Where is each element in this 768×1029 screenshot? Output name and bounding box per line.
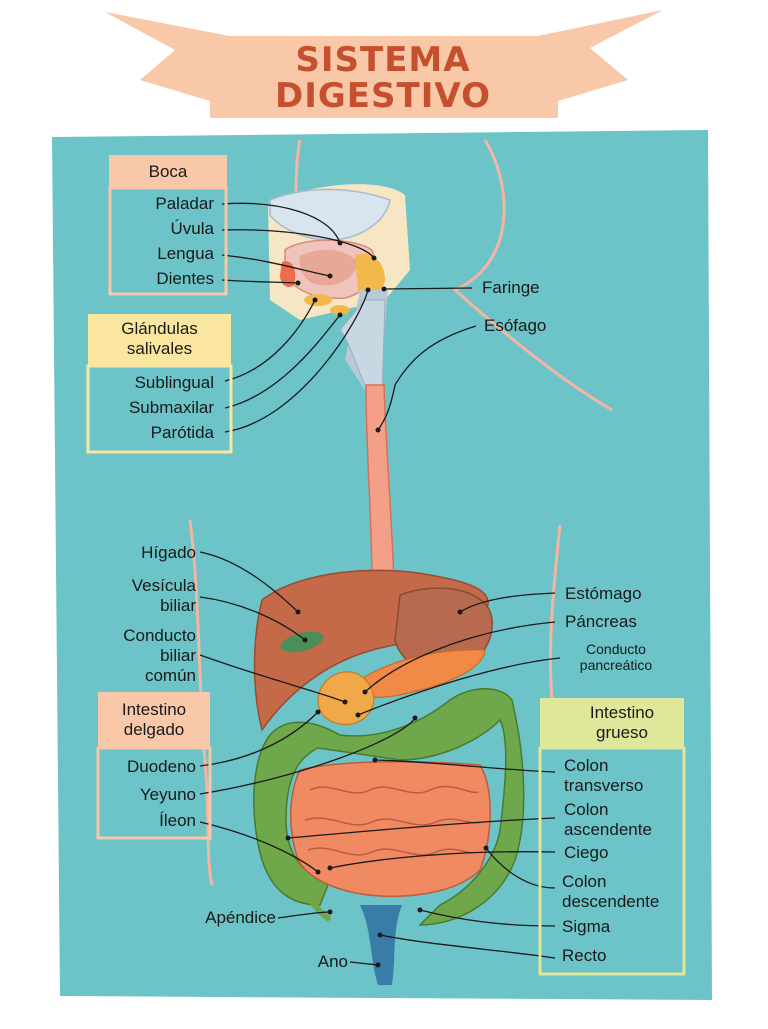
gallbladder [280, 631, 324, 653]
pancreas [359, 649, 486, 699]
box-boca [108, 155, 228, 296]
label-colon-descendente: Colon descendente [562, 872, 659, 912]
appendix [297, 877, 331, 921]
small-intestine-folds [304, 785, 483, 856]
rectum [360, 905, 402, 985]
glandulas-header: Glándulas salivales [88, 319, 231, 359]
label-colon-transverso-line-2: transverso [564, 776, 644, 795]
label-colon-ascendente-line-2: ascendente [564, 820, 652, 839]
label-recto: Recto [562, 946, 607, 965]
label-lengua: Lengua [157, 244, 214, 263]
label-vesicula-line-2: biliar [160, 596, 196, 615]
intestino-delgado-header-line-2: delgado [123, 720, 185, 739]
box-glandulas [86, 314, 233, 454]
label-parotida: Parótida [150, 423, 214, 442]
intestino-grueso-header-line-1: Intestino [589, 703, 655, 722]
box-intestino-delgado [96, 692, 212, 840]
intestino-grueso-header: Intestino grueso [540, 703, 704, 743]
label-vesicula: Vesícula biliar [90, 576, 196, 616]
label-conducto-pancreatico-line-1: Conducto [586, 641, 646, 657]
intestino-delgado-header: Intestino delgado [98, 700, 210, 740]
glandulas-header-line-1: Glándulas [121, 319, 198, 338]
intestino-grueso-header-line-2: grueso [596, 723, 648, 742]
label-conducto-pancreatico: Conducto pancreático [560, 641, 672, 673]
label-colon-descendente-line-2: descendente [562, 892, 660, 911]
label-estomago: Estómago [565, 584, 642, 603]
label-yeyuno: Yeyuno [139, 785, 196, 804]
label-faringe: Faringe [482, 278, 540, 297]
label-vesicula-line-1: Vesícula [131, 576, 196, 595]
label-conducto-pancreatico-line-2: pancreático [579, 657, 653, 673]
banner-ribbon-left [105, 12, 240, 110]
label-uvula: Úvula [170, 219, 214, 238]
label-conducto-biliar-line-2: biliar [160, 646, 196, 665]
title-line-2: DIGESTIVO [275, 76, 491, 116]
label-sigma: Sigma [562, 917, 611, 936]
label-conducto-biliar-line-3: común [144, 666, 196, 685]
label-conducto-biliar: Conducto biliar común [90, 626, 196, 686]
intestino-delgado-header-line-1: Intestino [121, 700, 187, 719]
glandulas-header-line-2: salivales [126, 339, 193, 358]
label-sublingual: Sublingual [134, 373, 214, 392]
box-intestino-grueso [538, 698, 686, 976]
label-submaxilar: Submaxilar [128, 398, 214, 417]
banner-ribbon-right [528, 10, 663, 110]
title-line-1: SISTEMA [295, 40, 471, 80]
label-duodeno: Duodeno [126, 757, 196, 776]
boca-header: Boca [148, 162, 188, 181]
label-colon-ascendente-line-1: Colon [564, 800, 609, 819]
label-higado: Hígado [141, 543, 196, 562]
label-ano: Ano [317, 952, 348, 971]
leader-lines [199, 202, 561, 966]
label-apendice: Apéndice [205, 908, 276, 927]
duodenum [317, 671, 375, 726]
label-colon-descendente-line-1: Colon [562, 872, 607, 891]
label-pancreas: Páncreas [565, 612, 637, 631]
page-title: SISTEMA DIGESTIVO [218, 42, 548, 114]
label-esofago: Esófago [484, 316, 547, 335]
large-intestine [253, 688, 525, 926]
label-conducto-biliar-line-1: Conducto [123, 626, 196, 645]
head-region [268, 184, 410, 396]
label-colon-transverso-line-1: Colon [564, 756, 609, 775]
leader-dots [285, 240, 489, 968]
label-dientes: Dientes [156, 269, 214, 288]
label-paladar: Paladar [155, 194, 214, 213]
label-ileon: Íleon [159, 811, 196, 830]
label-colon-ascendente: Colon ascendente [564, 800, 652, 840]
label-ciego: Ciego [564, 843, 609, 862]
label-colon-transverso: Colon transverso [564, 756, 643, 796]
banner-main [210, 36, 558, 118]
